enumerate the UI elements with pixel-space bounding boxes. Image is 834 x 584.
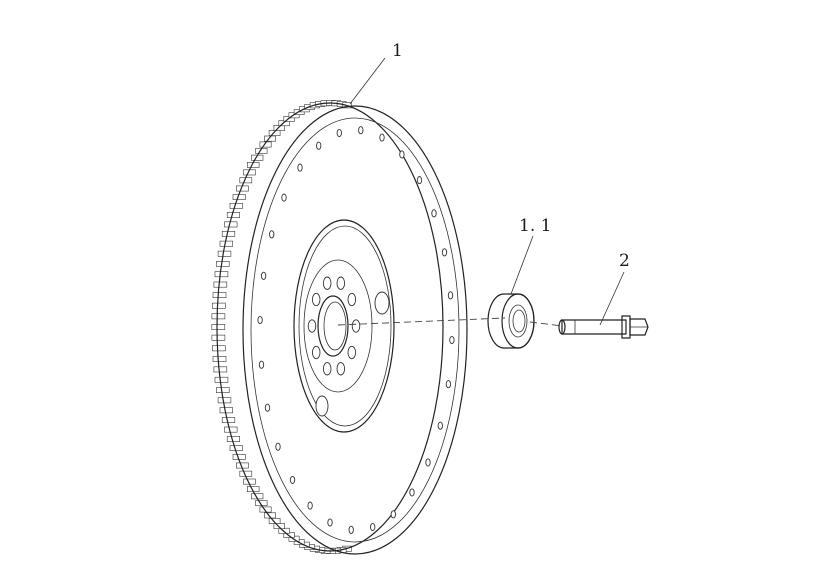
gear-tooth: [259, 506, 272, 513]
center-bolt-hole: [347, 292, 357, 307]
callout-label-1-1: 1. 1: [519, 216, 551, 236]
rim-hole: [399, 150, 405, 159]
rim-hole: [379, 133, 385, 142]
gear-tooth: [224, 221, 238, 228]
gear-tooth: [214, 376, 229, 383]
center-bolt-hole: [322, 276, 332, 290]
rim-hole: [425, 458, 431, 467]
gear-tooth: [212, 302, 226, 309]
callout-leader-1: [349, 57, 386, 105]
callout-label-2: 2: [619, 251, 630, 271]
gear-tooth: [213, 366, 228, 373]
hub-outer-edge: [293, 219, 395, 433]
bolt-tip: [558, 319, 566, 335]
pilot-bearing: [487, 293, 535, 349]
rim-hole: [409, 488, 415, 497]
flywheel-bolt: [558, 315, 649, 339]
rim-hole: [336, 128, 342, 138]
flywheel: [211, 100, 468, 555]
gear-tooth: [268, 518, 281, 524]
center-bolt-hole: [307, 319, 317, 333]
ring-gear: [211, 100, 352, 554]
rim-hole: [281, 193, 287, 202]
center-bolt-hole: [336, 362, 346, 376]
dowel-hole-lower: [315, 395, 329, 417]
callout-leader-1-1: [510, 235, 534, 295]
rim-hole: [390, 510, 396, 519]
gear-tooth: [229, 203, 243, 209]
rim-hole: [275, 442, 281, 451]
gear-tooth: [211, 313, 226, 320]
center-bore-inner: [323, 301, 347, 351]
center-bolt-hole: [322, 362, 332, 376]
gear-tooth: [264, 135, 276, 142]
rim-hole: [370, 522, 376, 532]
gear-tooth: [216, 260, 230, 267]
center-bolt-hole: [311, 345, 321, 360]
center-bolt-holes: [307, 276, 361, 376]
flywheel-outer-rim: [242, 105, 468, 555]
gear-tooth: [217, 250, 232, 257]
rim-hole: [257, 315, 263, 325]
gear-tooth: [217, 397, 232, 404]
gear-tooth: [221, 231, 236, 237]
rim-holes: [257, 126, 455, 534]
rim-hole: [327, 518, 333, 527]
rim-hole: [260, 271, 267, 280]
gear-tooth: [224, 426, 238, 433]
assembly-axis: [337, 317, 563, 327]
bearing-front-face: [501, 293, 535, 349]
rim-hole: [445, 380, 452, 389]
gear-tooth: [212, 345, 226, 352]
gear-tooth: [213, 281, 228, 288]
rim-hole: [307, 501, 313, 510]
rim-hole: [316, 141, 322, 150]
gear-tooth: [216, 387, 230, 393]
bearing-inner-race: [508, 304, 528, 338]
gear-tooth: [214, 271, 229, 278]
ring-gear-outline: [216, 102, 444, 552]
rim-hole: [258, 360, 265, 369]
dowel-hole-upper: [374, 291, 390, 315]
gear-tooth: [219, 240, 233, 247]
center-bolt-hole: [336, 276, 346, 290]
center-bolt-hole: [347, 345, 357, 360]
rim-hole: [297, 163, 303, 172]
center-bolt-hole: [311, 292, 321, 307]
rim-hole: [416, 176, 423, 185]
rim-hole: [269, 230, 275, 239]
rim-hole: [264, 403, 271, 412]
gear-tooth: [212, 292, 227, 298]
callout-label-1: 1: [392, 41, 403, 61]
gear-tooth: [211, 334, 226, 341]
rim-hole: [449, 335, 455, 345]
gear-tooth: [219, 407, 233, 414]
rim-hole: [348, 525, 354, 534]
bearing-bore: [512, 309, 526, 333]
center-bore: [317, 295, 349, 357]
rim-hole: [437, 421, 443, 430]
center-bolt-hole: [351, 319, 361, 333]
rim-hole: [358, 126, 364, 135]
flywheel-inner-rim: [250, 117, 460, 543]
bolt-shank: [561, 319, 627, 335]
rim-hole: [441, 248, 448, 257]
gear-tooth: [229, 445, 243, 451]
gear-tooth: [264, 512, 276, 519]
callout-leader-2: [599, 271, 625, 326]
gear-tooth: [221, 417, 236, 423]
rim-hole: [447, 291, 454, 300]
bolt-flange: [621, 315, 631, 339]
gear-tooth: [212, 355, 227, 362]
gear-tooth: [226, 212, 240, 218]
gear-tooth: [226, 436, 240, 442]
rim-hole: [431, 209, 437, 218]
gear-tooth: [211, 324, 226, 330]
hub-face: [298, 225, 392, 427]
bolt-head: [629, 318, 649, 336]
hub-ring: [303, 259, 373, 393]
gear-tooth: [259, 141, 272, 148]
rim-hole: [289, 475, 296, 484]
